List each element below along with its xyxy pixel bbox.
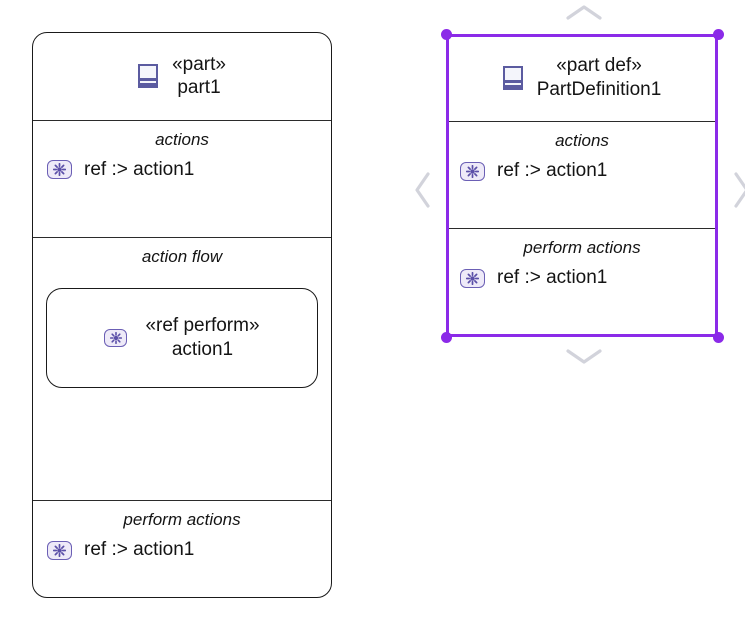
list-item-label: ref :> action1: [497, 267, 608, 288]
resize-handle-bottom-left[interactable]: [441, 332, 452, 343]
compartment-title: perform actions: [523, 238, 641, 257]
list-item-label: ref :> action1: [84, 539, 195, 561]
action-icon: [47, 160, 72, 180]
part-def-node-header: «part def» PartDefinition1: [446, 34, 718, 122]
chevron-right-icon[interactable]: [733, 172, 745, 208]
part-icon: [138, 64, 159, 89]
resize-handle-bottom-right[interactable]: [713, 332, 724, 343]
chevron-up-icon[interactable]: [566, 4, 602, 21]
part-def-node-name: PartDefinition1: [536, 78, 662, 100]
list-item[interactable]: ref :> action1: [33, 156, 331, 184]
chevron-down-icon[interactable]: [566, 348, 602, 365]
compartment-title: action flow: [141, 247, 223, 267]
list-item[interactable]: ref :> action1: [446, 157, 718, 185]
compartment-perform-actions: perform actions: [446, 229, 718, 333]
list-item-label: ref :> action1: [84, 158, 195, 180]
part-def-node-stereotype: «part def»: [556, 55, 642, 77]
compartment-perform-actions: perform actions: [33, 501, 331, 597]
list-item[interactable]: ref :> action1: [446, 264, 718, 292]
part-node-header: «part» part1: [33, 33, 331, 121]
action-icon: [47, 540, 72, 560]
action-icon: [460, 161, 485, 181]
ref-perform-stereotype: «ref perform»: [145, 315, 260, 337]
resize-handle-top-right[interactable]: [713, 29, 724, 40]
resize-handle-top-left[interactable]: [441, 29, 452, 40]
part-node-stereotype: «part»: [172, 54, 226, 76]
ref-perform-name: action1: [171, 339, 234, 360]
part-def-node[interactable]: «part def» PartDefinition1 actions: [446, 34, 718, 337]
compartment-title: perform actions: [123, 510, 241, 530]
list-item-label: ref :> action1: [497, 160, 608, 181]
compartment-title: actions: [555, 131, 609, 150]
chevron-left-icon[interactable]: [414, 172, 431, 208]
part-icon: [502, 65, 523, 90]
list-item[interactable]: ref :> action1: [33, 536, 331, 564]
compartment-title: actions: [155, 129, 209, 149]
compartment-actions: actions: [446, 122, 718, 229]
action-icon: [104, 329, 128, 347]
compartment-actions: actions: [33, 121, 331, 239]
part-node-name: part1: [177, 77, 221, 99]
action-icon: [460, 268, 485, 288]
ref-perform-node[interactable]: «ref perform» action1: [46, 288, 318, 388]
compartment-action-flow: action flow: [33, 238, 331, 502]
